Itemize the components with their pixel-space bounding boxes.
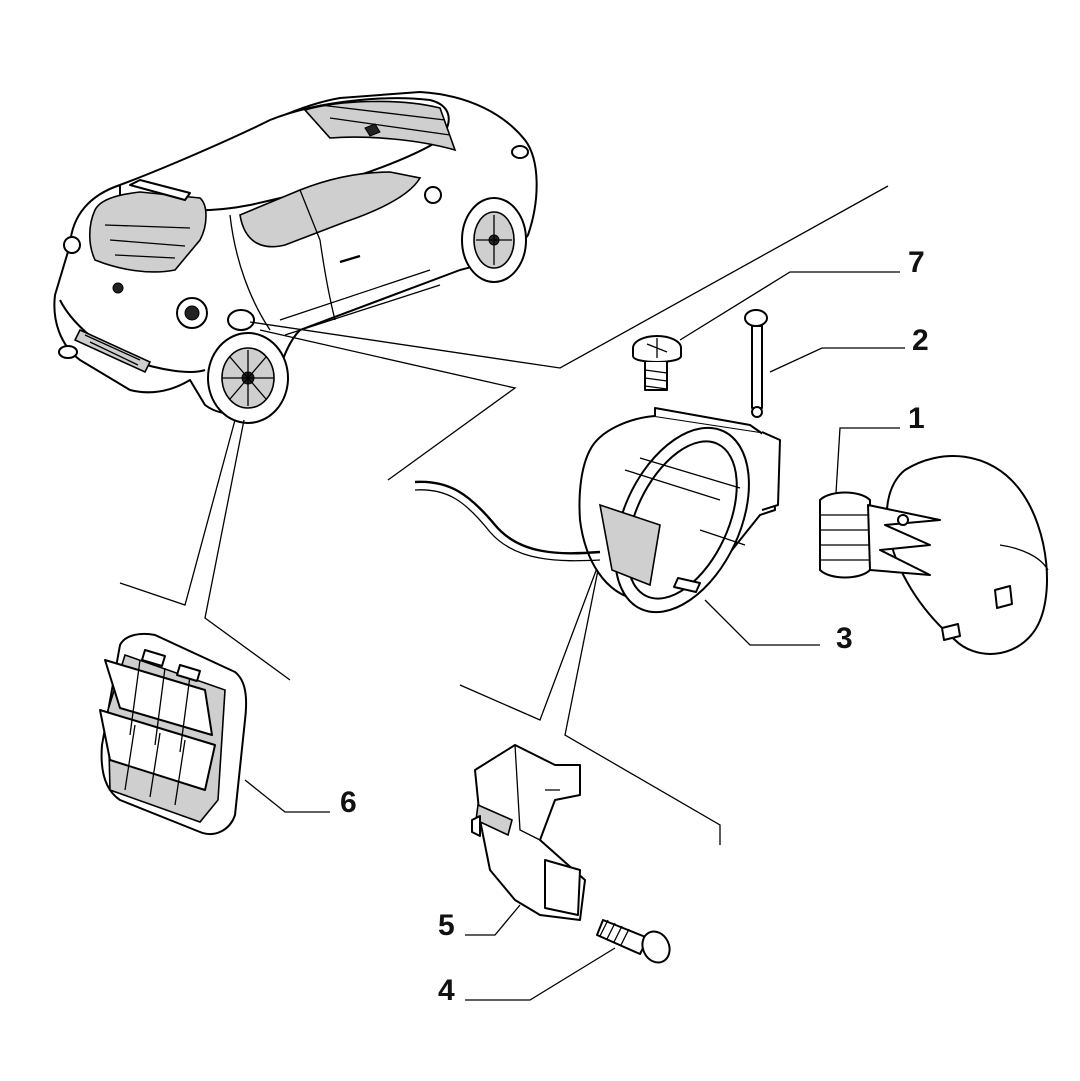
leader-lines — [119, 185, 905, 1001]
part-7-screw — [632, 335, 682, 391]
callout-labels: 7 2 1 3 6 5 4 — [340, 246, 929, 1007]
callout-line-3 — [704, 599, 820, 646]
cable — [414, 480, 601, 562]
callout-label-6: 6 — [340, 786, 357, 819]
callout-line-4 — [465, 947, 616, 1001]
callout-line-2 — [769, 347, 905, 373]
part-6-liner — [99, 632, 248, 835]
callout-label-3: 3 — [836, 622, 853, 655]
callout-label-5: 5 — [438, 909, 455, 942]
callout-label-7: 7 — [908, 246, 925, 279]
part-5-bracket — [471, 744, 586, 921]
callout-label-2: 2 — [912, 324, 929, 357]
part-4-bolt — [596, 919, 671, 964]
callout-line-6 — [244, 779, 330, 813]
callout-line-1 — [835, 427, 900, 494]
part-2-rod — [744, 309, 768, 418]
part-1-fuel-flap — [819, 455, 1049, 655]
callout-label-4: 4 — [438, 974, 455, 1007]
callout-label-1: 1 — [908, 402, 925, 435]
callout-line-5 — [465, 904, 521, 936]
callout-line-7 — [679, 271, 900, 341]
car-illustration — [53, 91, 538, 424]
part-3-fuel-housing — [578, 407, 781, 614]
